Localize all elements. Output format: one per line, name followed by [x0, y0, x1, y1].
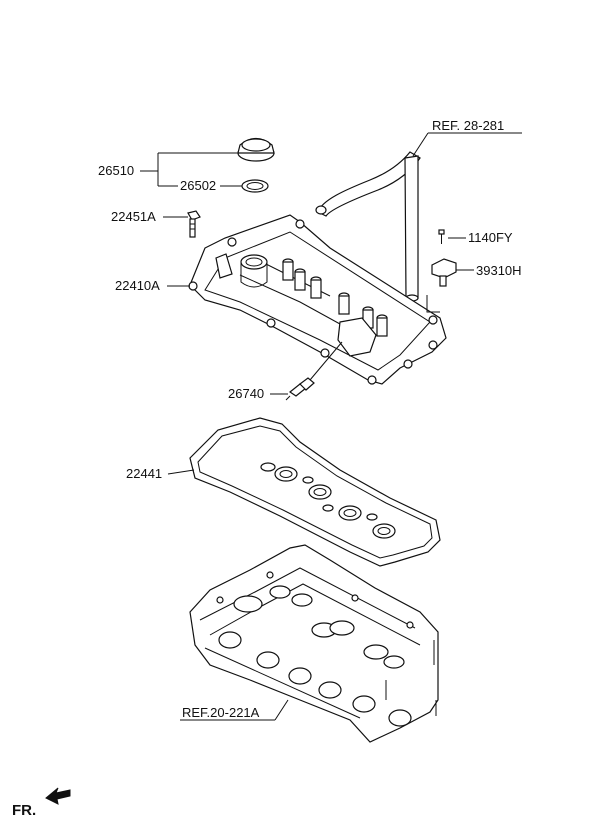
label-26510-group: 26510 26502	[98, 152, 242, 193]
cam-position-sensor	[431, 258, 457, 287]
label-26740: 26740	[228, 386, 264, 401]
exhaust-ports	[218, 631, 412, 727]
label-1140FY: 1140FY	[468, 230, 513, 245]
cam-journals	[233, 585, 405, 669]
oil-filler-cap	[237, 137, 275, 162]
rocker-cover-gasket	[189, 417, 441, 567]
bolt-1140FY	[438, 229, 445, 244]
ref-20-221A-callout: REF.20-221A	[180, 699, 289, 721]
front-direction-indicator: FR.	[12, 787, 71, 819]
label-22451A: 22451A	[111, 209, 156, 224]
front-arrow-icon	[45, 787, 71, 805]
breather-hose	[315, 151, 421, 302]
bolt-22451A	[187, 210, 201, 238]
cylinder-head	[189, 544, 439, 743]
label-39310H: 39310H	[476, 263, 522, 278]
ref-28-281-label: REF. 28-281	[432, 118, 504, 133]
label-26502: 26502	[180, 178, 216, 193]
filler-cap-gasket	[241, 179, 269, 193]
label-22410A: 22410A	[115, 278, 160, 293]
coil-bosses	[282, 258, 388, 337]
ref-20-221A-label: REF.20-221A	[182, 705, 260, 720]
label-26510: 26510	[98, 163, 134, 178]
label-22441: 22441	[126, 466, 162, 481]
pcv-valve	[285, 377, 315, 401]
front-label: FR.	[12, 802, 36, 819]
rocker-cover	[188, 214, 447, 385]
ref-28-281-callout: REF. 28-281	[412, 118, 522, 157]
